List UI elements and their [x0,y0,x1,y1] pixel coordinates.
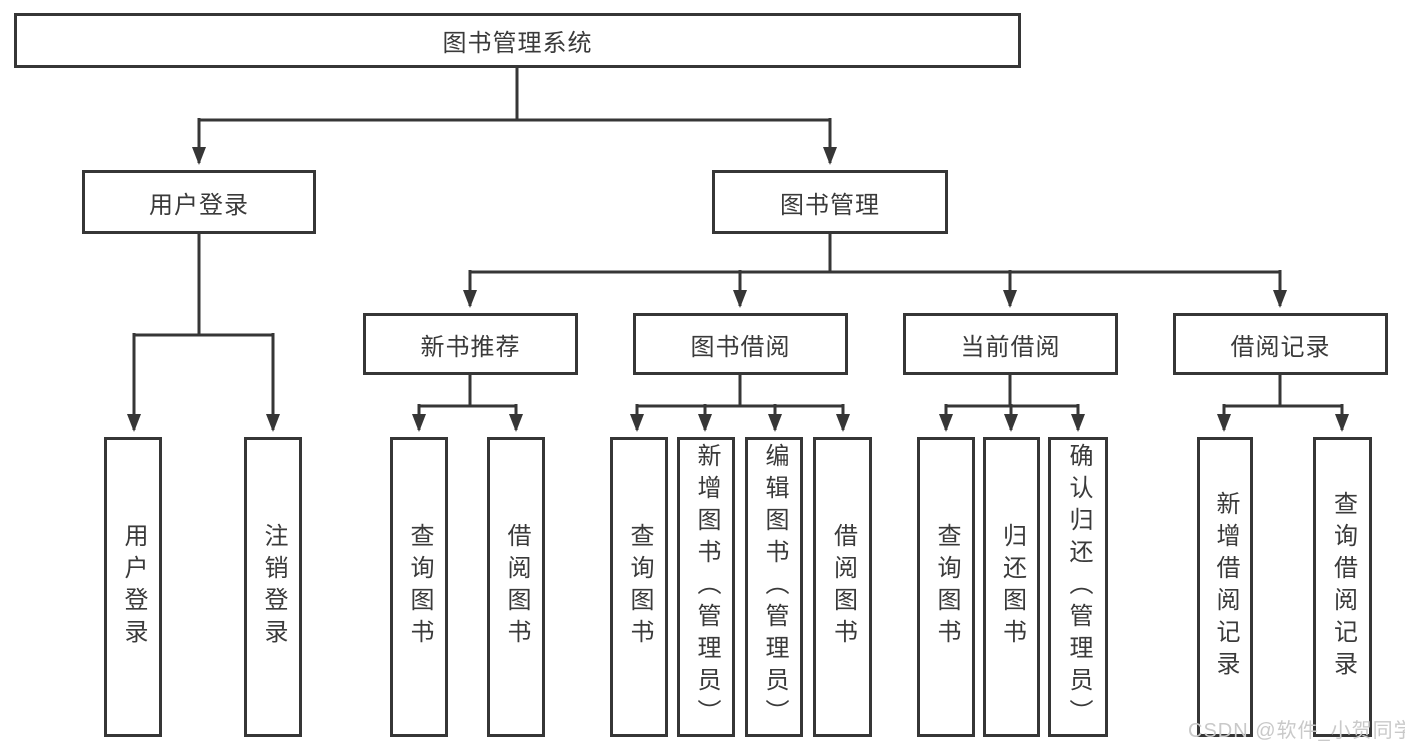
leaf-query-book-borrow: 查询图书 [610,437,668,737]
node-borrow-record-label: 借阅记录 [1230,333,1331,361]
node-book-borrow: 图书借阅 [633,313,848,375]
node-user-login-label: 用户登录 [149,191,249,219]
leaf-add-borrow-record: 新增借阅记录 [1197,437,1253,737]
leaf-user-login-label: 用户登录 [120,523,147,651]
leaf-edit-book-admin-label: 编辑图书（管理员） [761,443,788,731]
leaf-confirm-return-admin-label: 确认归还（管理员） [1065,443,1092,731]
leaf-return-book: 归还图书 [983,437,1040,737]
leaf-logout-login-label: 注销登录 [260,523,287,651]
csdn-watermark: CSDN @软件_小贺同学 [1188,720,1405,742]
leaf-query-book-recommend: 查询图书 [390,437,448,737]
node-borrow-record: 借阅记录 [1173,313,1388,375]
leaf-user-login: 用户登录 [104,437,162,737]
leaf-query-book-recommend-label: 查询图书 [406,523,433,651]
leaf-add-borrow-record-label: 新增借阅记录 [1212,491,1239,683]
leaf-query-borrow-record: 查询借阅记录 [1313,437,1372,737]
leaf-borrow-book-label: 借阅图书 [829,523,857,651]
leaf-confirm-return-admin: 确认归还（管理员） [1048,437,1108,737]
node-new-book-recommend: 新书推荐 [363,313,578,375]
leaf-edit-book-admin: 编辑图书（管理员） [745,437,803,737]
node-book-borrow-label: 图书借阅 [690,333,791,361]
leaf-borrow-book-recommend-label: 借阅图书 [503,523,530,651]
leaf-borrow-book: 借阅图书 [813,437,872,737]
leaf-add-book-admin-label: 新增图书（管理员） [693,443,720,731]
node-book-management-label: 图书管理 [780,191,880,219]
node-current-borrow: 当前借阅 [903,313,1118,375]
node-user-login: 用户登录 [82,170,316,234]
root-node-library-system: 图书管理系统 [14,13,1021,68]
leaf-return-book-label: 归还图书 [998,523,1026,651]
leaf-query-borrow-record-label: 查询借阅记录 [1329,491,1357,683]
node-current-borrow-label: 当前借阅 [960,333,1061,361]
root-node-label: 图书管理系统 [442,30,593,57]
leaf-query-book-current-label: 查询图书 [933,523,960,651]
node-new-book-recommend-label: 新书推荐 [420,333,521,361]
leaf-query-book-current: 查询图书 [917,437,975,737]
leaf-query-book-borrow-label: 查询图书 [626,523,653,651]
leaf-logout-login: 注销登录 [244,437,302,737]
leaf-add-book-admin: 新增图书（管理员） [677,437,735,737]
leaf-borrow-book-recommend: 借阅图书 [487,437,545,737]
node-book-management: 图书管理 [712,170,948,234]
